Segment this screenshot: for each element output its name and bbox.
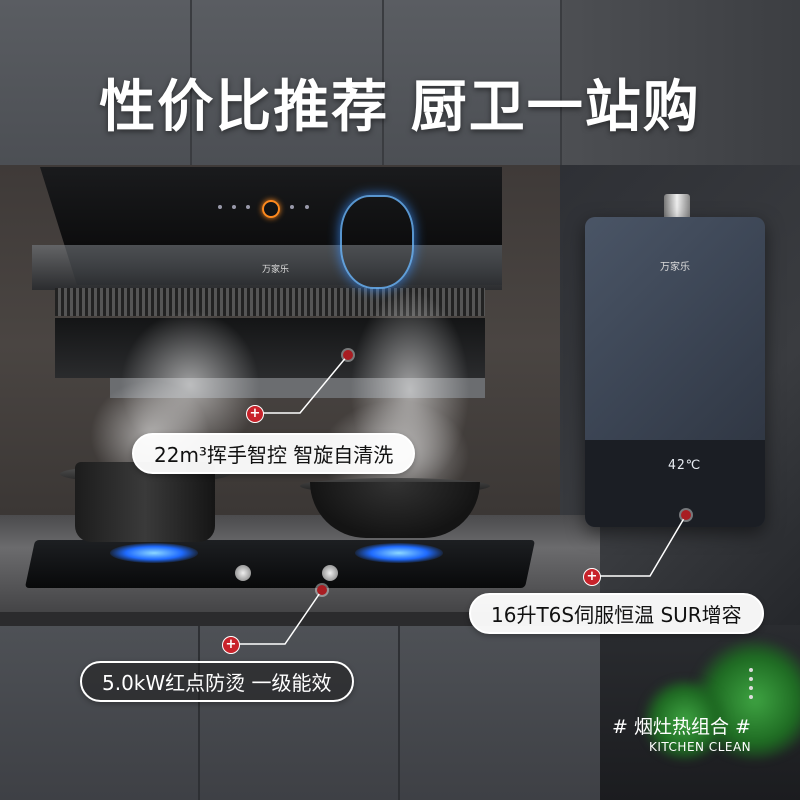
upper-cabinet: [0, 0, 192, 165]
burner-flame: [355, 543, 443, 563]
heater-brand-logo: 万家乐: [660, 262, 690, 273]
wave-hand-icon: [340, 195, 414, 289]
pot: [75, 462, 215, 542]
heater-temperature-display: 42℃: [668, 458, 702, 473]
hood-point-dot: [343, 350, 353, 360]
stove-plus-marker[interactable]: +: [222, 636, 240, 654]
plant-leaf: [640, 680, 730, 760]
upper-cabinet: [192, 0, 384, 165]
heater-point-dot: [681, 510, 691, 520]
lower-cabinet: [200, 626, 400, 800]
stove-knob: [322, 565, 338, 581]
hood-plus-marker[interactable]: +: [246, 405, 264, 423]
stove-knob: [235, 565, 251, 581]
touch-icon: [290, 205, 294, 209]
lower-cabinet: [400, 626, 602, 800]
pagination-dots: [749, 668, 753, 704]
combo-tagline-english: KITCHEN CLEAN: [649, 740, 752, 754]
touch-icon: [232, 205, 236, 209]
heater-plus-marker[interactable]: +: [583, 568, 601, 586]
wok: [310, 482, 480, 538]
stove-feature-callout: 5.0kW红点防烫 一级能效: [80, 661, 354, 702]
touch-icon: [305, 205, 309, 209]
hood-brand-logo: 万家乐: [262, 265, 290, 275]
heater-feature-callout: 16升T6S伺服恒温 SUR增容: [469, 593, 764, 634]
gas-stove: [24, 540, 536, 588]
burner-flame: [110, 543, 198, 563]
headline: 性价比推荐 厨卫一站购: [99, 75, 701, 140]
combo-tagline: # 烟灶热组合 #: [612, 716, 751, 738]
power-knob-icon: [262, 200, 280, 218]
heater-control-panel: [585, 440, 765, 527]
upper-cabinet: [384, 0, 562, 165]
hood-feature-callout: 22m³挥手智控 智旋自清洗: [132, 433, 416, 474]
touch-icon: [246, 205, 250, 209]
touch-icon: [218, 205, 222, 209]
lower-cabinet: [0, 626, 200, 800]
stove-point-dot: [317, 585, 327, 595]
range-hood-glass-edge: [32, 245, 502, 290]
